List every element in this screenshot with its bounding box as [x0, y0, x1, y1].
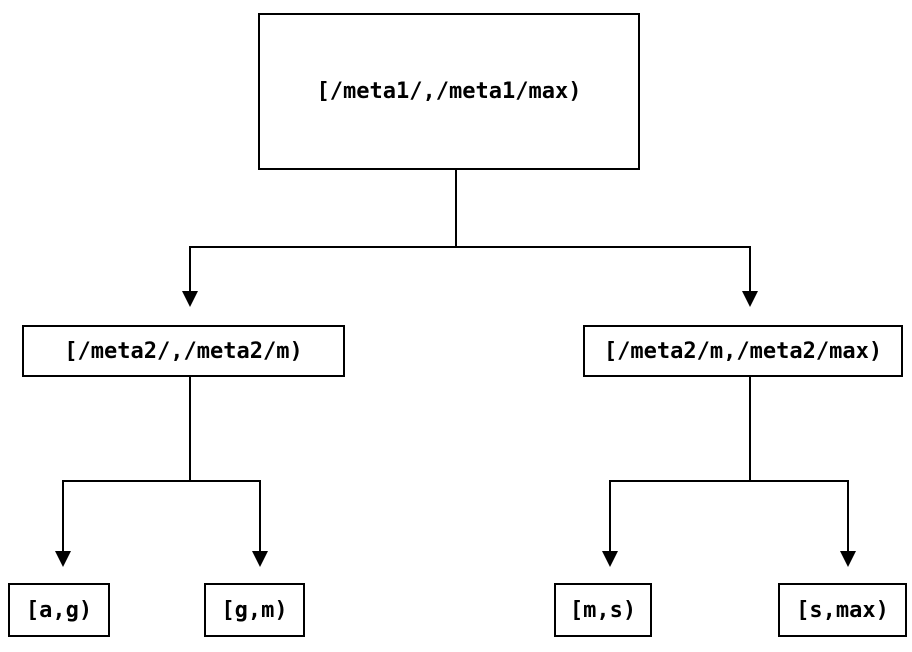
- node-leaf-gm-label: [g,m): [221, 597, 288, 623]
- node-root-label: [/meta1/,/meta1/max): [316, 79, 582, 104]
- arrowhead-down-icon: [252, 551, 268, 567]
- node-left-range: [/meta2/,/meta2/m): [22, 325, 345, 377]
- arrowhead-down-icon: [742, 291, 758, 307]
- arrowhead-down-icon: [55, 551, 71, 567]
- node-right-label: [/meta2/m,/meta2/max): [603, 338, 883, 364]
- arrowhead-down-icon: [840, 551, 856, 567]
- node-leaf-ag-label: [a,g): [25, 597, 93, 623]
- node-leaf-smax: [s,max): [778, 583, 907, 637]
- node-leaf-ms-label: [m,s): [569, 597, 637, 623]
- node-root-range: [/meta1/,/meta1/max): [258, 13, 640, 170]
- arrowhead-down-icon: [602, 551, 618, 567]
- node-left-label: [/meta2/,/meta2/m): [64, 338, 303, 364]
- node-right-range: [/meta2/m,/meta2/max): [583, 325, 903, 377]
- node-leaf-ag: [a,g): [8, 583, 110, 637]
- node-leaf-smax-label: [s,max): [796, 597, 889, 623]
- arrowhead-down-icon: [182, 291, 198, 307]
- node-leaf-gm: [g,m): [204, 583, 305, 637]
- node-leaf-ms: [m,s): [554, 583, 652, 637]
